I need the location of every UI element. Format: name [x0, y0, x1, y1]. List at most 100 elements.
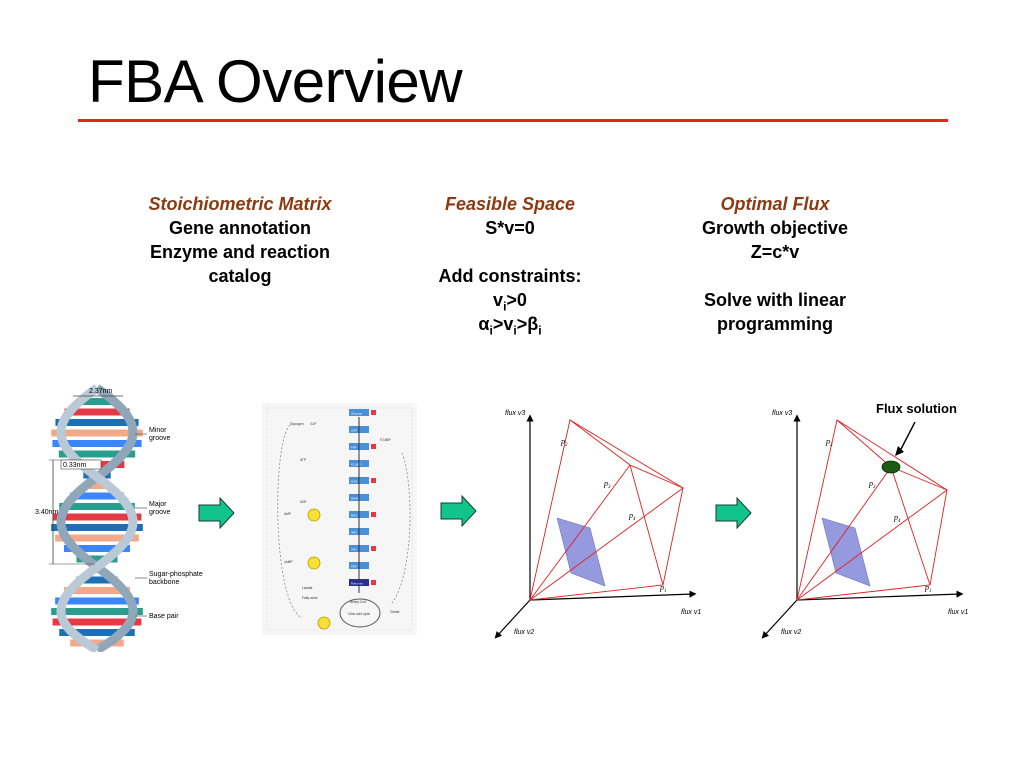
column-heading: Feasible Space	[444, 194, 576, 214]
pathway-side-label: ATP	[300, 458, 306, 462]
base-pair-rung	[64, 408, 130, 416]
constraint-bounds: αi>vi>βi	[370, 312, 650, 338]
ray-label-p1: p1	[659, 583, 667, 594]
pathway-node	[349, 409, 369, 416]
base-pair-rung	[76, 555, 118, 563]
column-line: Solve with linear	[703, 290, 847, 310]
major-groove-label: Major	[149, 501, 167, 508]
flow-arrow-icon	[440, 495, 477, 527]
axis-label-v1: flux v1	[681, 609, 701, 616]
cone-edge	[796, 489, 948, 601]
pathway-side-label: Lactate	[302, 586, 313, 590]
pathway-node-label: BPG	[351, 514, 358, 518]
axis-v1	[796, 590, 964, 601]
base-pair-rung	[63, 587, 131, 594]
base-pair-rung	[51, 608, 143, 615]
base-pair-rung	[63, 545, 131, 552]
pathway-side-label: Glycogen	[290, 422, 304, 426]
ray-label-p3: p3	[603, 479, 611, 490]
pathway-side-label: Citrate	[390, 610, 400, 614]
regulation-marker	[371, 410, 376, 415]
axis-v1	[529, 590, 697, 601]
base-pair-rung	[76, 576, 118, 584]
minor-dimension-label: 0.33nm	[63, 462, 87, 469]
flux-solution-label: Flux solution	[876, 401, 957, 416]
pathway-background	[262, 403, 417, 635]
pathway-side-label: AMP	[284, 512, 291, 516]
cone-edge	[836, 419, 892, 468]
column-heading: Optimal Flux	[720, 194, 830, 214]
ray-label-p3: p3	[868, 479, 876, 490]
backbone-strand	[56, 384, 138, 652]
base-pair-rung	[70, 492, 124, 500]
feasible-space-plot: flux v3 flux v1 flux v2 p2 p3 p4 p1	[485, 400, 715, 645]
backbone-strand	[56, 384, 138, 652]
ray-label-p1: p1	[924, 583, 932, 594]
base-pair-rung	[77, 398, 117, 405]
title-rule	[78, 119, 948, 122]
pathway-side-label: Fatty acids	[302, 596, 318, 600]
column-line: Growth objective	[701, 218, 849, 238]
pathway-loop	[277, 424, 303, 619]
axis-label-v1: flux v1	[948, 609, 968, 616]
column-line: Gene annotation	[168, 218, 311, 238]
base-pair-rung	[52, 513, 142, 521]
base-pair-rung	[51, 429, 143, 437]
flow-arrow	[198, 497, 236, 529]
cone-edge	[629, 464, 664, 586]
constraint-nonnegative: vi>0	[370, 288, 650, 313]
pathway-node-label: Glucose	[351, 412, 362, 416]
base-pair-rung	[55, 419, 139, 426]
spacer	[370, 240, 650, 264]
flux-solution-point	[881, 460, 901, 474]
backbone-label: Sugar-phosphate	[149, 571, 203, 578]
pathway-side-label: ADP	[300, 500, 307, 504]
column-optimal-flux: Optimal Flux Growth objective Z=c*v Solv…	[635, 192, 915, 336]
base-pair-rung	[83, 482, 111, 489]
ray-label-p2: p2	[825, 437, 833, 448]
ray-label-p4: p4	[893, 513, 901, 524]
base-pair-rung	[58, 450, 136, 458]
column-feasible-space: Feasible Space S*v=0 Add constraints: vi…	[370, 192, 650, 338]
cone-outline	[796, 419, 948, 601]
pathway-svg: GlucoseG6PF6PF1,6BPGAPDHAPBPG3PG2PGPEPPy…	[262, 403, 417, 635]
column-line: Add constraints:	[438, 266, 582, 286]
citric-acid-cycle-ring	[339, 598, 381, 628]
pitch-label: 3.40nm	[35, 509, 59, 516]
dna-helix-svg: 2.37nm 3.40nm 0.33nm Minor groove Major …	[35, 384, 203, 652]
atp-burst-icon	[307, 508, 321, 522]
pathway-node-label: 3PG	[351, 531, 358, 535]
base-pair-rung	[52, 618, 142, 626]
pathway-node-label: F1,6BP	[351, 463, 361, 467]
constraint-text: >β	[516, 314, 539, 334]
column-line: S*v=0	[485, 218, 535, 238]
base-pair-rung	[52, 440, 142, 447]
regulation-marker	[371, 444, 376, 449]
pathway-node-label: Pyruvate	[351, 582, 363, 586]
pathway-node-label: GAP	[351, 480, 357, 484]
pathway-node-label: F6P	[351, 446, 357, 450]
cone-plot-svg: flux v3 flux v1 flux v2 p2 p3 p4 p1	[494, 410, 701, 639]
minor-dimension-box	[60, 459, 102, 470]
pathway-side-label: Acetyl-CoA	[350, 600, 367, 604]
flow-arrow-icon	[198, 497, 235, 529]
constraint-text: v	[493, 290, 504, 310]
pathway-frame	[266, 407, 413, 631]
cone-plot-svg: Flux solution flux v3 flux v1 flux v2 p2…	[761, 401, 968, 639]
pathway-side-label: cAMP	[284, 560, 293, 564]
slide-title: FBA Overview	[88, 48, 463, 115]
width-label: 2.37nm	[89, 388, 113, 395]
regulation-marker	[371, 512, 376, 517]
spacer	[635, 264, 915, 288]
axis-v2	[494, 599, 531, 639]
base-pair-rung	[59, 503, 135, 510]
column-line: Enzyme and reaction	[149, 242, 331, 262]
flow-arrow	[440, 495, 478, 527]
base-pair-rung	[70, 639, 124, 647]
subscript: i	[538, 323, 542, 338]
pathway-side-label: G1P	[310, 422, 316, 426]
axis-label-v2: flux v2	[781, 629, 801, 636]
constraint-text: >v	[492, 314, 514, 334]
pathway-node-label: 2PG	[351, 548, 358, 552]
